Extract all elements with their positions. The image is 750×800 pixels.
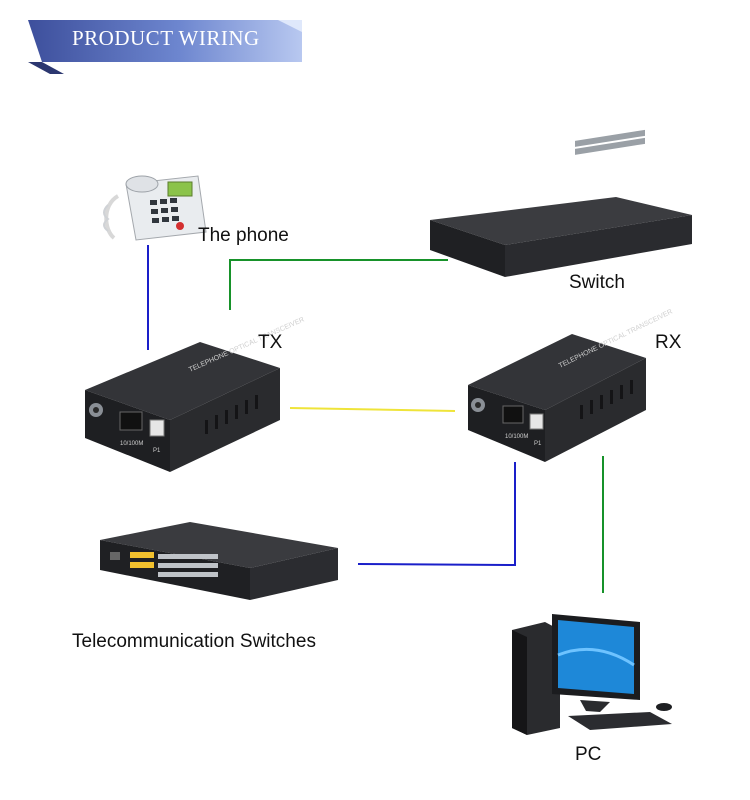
- tx-phone-port-label: P1: [153, 448, 161, 454]
- tx-transceiver: TELEPHONE OPTICAL TRANSCEIVER 10/100M P1: [85, 316, 306, 472]
- rx-port-label: 10/100M: [505, 434, 528, 440]
- tx-label: TX: [258, 332, 283, 353]
- fiber-wire: [289, 407, 456, 412]
- rx-phone-port-label: P1: [534, 441, 542, 447]
- banner-title: PRODUCT WIRING: [72, 26, 260, 50]
- switch-device: [430, 129, 692, 277]
- rx-label: RX: [655, 332, 682, 353]
- phone-label: The phone: [198, 225, 289, 246]
- phone-device: [103, 175, 207, 241]
- rx-transceiver: TELEPHONE OPTICAL TRANSCEIVER 10/100M P1: [468, 308, 674, 462]
- telecom-rack: [100, 522, 338, 600]
- telecom-label: Telecommunication Switches: [72, 631, 316, 652]
- telecom-rx-wire: [357, 462, 516, 567]
- pc-device: [512, 614, 672, 735]
- switch-label: Switch: [569, 272, 625, 293]
- tx-port-label: 10/100M: [120, 441, 143, 447]
- product-wiring-banner: [28, 20, 302, 74]
- switch-tx-wire: [229, 259, 448, 310]
- pc-label: PC: [575, 744, 602, 765]
